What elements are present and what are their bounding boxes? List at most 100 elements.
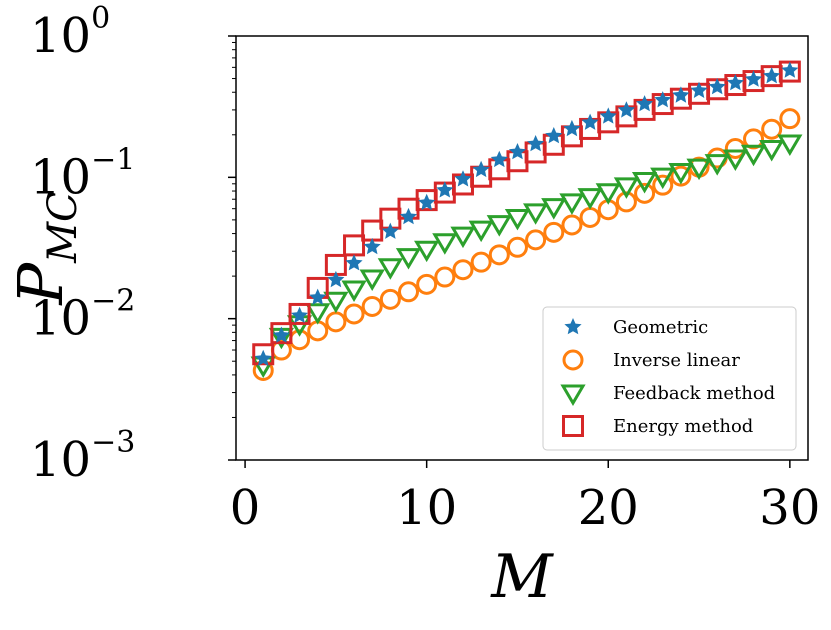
data-point-inverse-linear xyxy=(506,236,528,258)
data-point-geometric xyxy=(745,70,763,87)
data-point-geometric xyxy=(490,150,508,168)
data-point-geometric xyxy=(563,119,581,137)
data-point-inverse-linear xyxy=(561,214,583,236)
data-point-geometric xyxy=(291,306,309,323)
legend-marker-inverse-linear xyxy=(562,349,584,371)
y-axis-title: PMC xyxy=(4,191,86,305)
series-inverse-linear xyxy=(252,108,801,381)
data-point-geometric xyxy=(636,95,654,112)
data-point-geometric xyxy=(363,237,381,255)
data-point-feedback-method xyxy=(504,208,531,231)
data-point-feedback-method xyxy=(468,220,494,243)
data-point-geometric xyxy=(272,326,290,343)
data-point-inverse-linear xyxy=(761,118,783,140)
data-point-feedback-method xyxy=(577,188,603,210)
data-point-feedback-method xyxy=(704,154,730,176)
y-tick-label: 10−3 xyxy=(30,425,135,488)
legend-item-feedback-method: Feedback method xyxy=(560,383,775,406)
data-point-energy-method xyxy=(252,343,275,366)
data-point-inverse-linear xyxy=(743,128,765,150)
data-point-geometric xyxy=(781,61,799,78)
y-tick-label: 10−1 xyxy=(30,142,135,205)
x-tick-label: 10 xyxy=(396,480,457,536)
data-point-feedback-method xyxy=(613,177,640,199)
data-point-inverse-linear xyxy=(416,273,438,295)
data-point-inverse-linear xyxy=(379,288,401,310)
data-point-inverse-linear xyxy=(488,244,510,266)
x-tick-label: 30 xyxy=(759,480,820,536)
y-tick-label: 100 xyxy=(30,1,110,64)
legend-item-energy-method: Energy method xyxy=(562,415,753,437)
data-point-inverse-linear xyxy=(670,165,692,187)
data-point-inverse-linear xyxy=(543,221,565,243)
data-point-feedback-method xyxy=(323,291,349,314)
data-point-inverse-linear xyxy=(652,174,674,196)
legend-item-inverse-linear: Inverse linear xyxy=(562,349,740,371)
svg-text:PMC: PMC xyxy=(4,191,86,305)
data-point-inverse-linear xyxy=(398,281,420,303)
data-point-geometric xyxy=(436,181,454,198)
data-point-feedback-method xyxy=(522,203,549,225)
data-point-energy-method xyxy=(270,322,293,345)
data-point-inverse-linear xyxy=(361,295,383,317)
legend-marker-energy-method xyxy=(562,415,584,437)
data-point-energy-method xyxy=(288,302,311,325)
data-point-inverse-linear xyxy=(779,108,801,130)
data-point-geometric xyxy=(545,127,563,144)
data-point-geometric xyxy=(726,74,744,91)
data-point-feedback-method xyxy=(341,280,367,303)
data-point-feedback-method xyxy=(559,193,585,215)
data-point-inverse-linear xyxy=(634,182,656,204)
legend-marker-feedback-method xyxy=(560,384,586,406)
data-point-geometric xyxy=(418,193,436,211)
data-point-feedback-method xyxy=(722,149,748,171)
legend-label: Inverse linear xyxy=(613,350,740,371)
data-point-feedback-method xyxy=(305,303,331,325)
legend-label: Energy method xyxy=(613,416,753,437)
data-point-geometric xyxy=(254,349,272,367)
data-point-feedback-method xyxy=(414,240,440,263)
data-point-feedback-method xyxy=(686,158,712,181)
data-point-feedback-method xyxy=(740,144,767,167)
data-point-inverse-linear xyxy=(525,229,547,251)
data-point-feedback-method xyxy=(395,248,422,270)
legend-item-geometric: Geometric xyxy=(564,317,708,338)
data-point-geometric xyxy=(690,81,708,98)
data-point-geometric xyxy=(508,143,526,160)
data-point-inverse-linear xyxy=(615,191,637,213)
data-point-feedback-method xyxy=(377,258,403,280)
series-feedback-method xyxy=(250,134,803,378)
data-point-geometric xyxy=(309,288,327,305)
data-point-feedback-method xyxy=(432,233,458,255)
data-marks xyxy=(250,60,803,381)
data-point-inverse-linear xyxy=(343,303,365,325)
data-point-inverse-linear xyxy=(434,266,456,288)
data-point-feedback-method xyxy=(359,269,385,291)
data-point-geometric xyxy=(763,67,781,84)
data-point-geometric xyxy=(327,270,345,288)
data-point-feedback-method xyxy=(486,215,512,237)
x-tick-label: 20 xyxy=(578,480,639,536)
data-point-feedback-method xyxy=(759,139,785,162)
data-point-geometric xyxy=(345,254,363,271)
data-point-inverse-linear xyxy=(470,251,492,273)
data-point-inverse-linear xyxy=(452,259,474,281)
y-axis-title-subscript: MC xyxy=(40,191,86,264)
x-axis-title: M xyxy=(490,542,554,612)
data-point-feedback-method xyxy=(595,183,621,205)
data-point-geometric xyxy=(399,207,418,225)
data-point-geometric xyxy=(527,135,545,152)
legend-label: Geometric xyxy=(613,317,708,338)
data-point-geometric xyxy=(581,113,599,130)
legend-label: Feedback method xyxy=(613,383,775,404)
data-point-geometric xyxy=(599,107,617,124)
y-axis-title-main: P xyxy=(4,262,77,306)
legend-frame xyxy=(542,306,797,451)
data-point-geometric xyxy=(454,170,472,187)
data-point-geometric xyxy=(654,91,672,108)
data-point-geometric xyxy=(617,101,635,118)
data-point-feedback-method xyxy=(631,171,658,194)
series-geometric xyxy=(254,61,799,367)
